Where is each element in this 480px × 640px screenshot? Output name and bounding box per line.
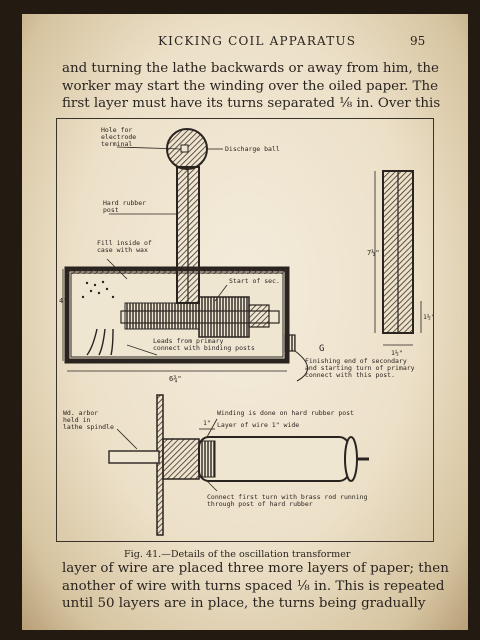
label-dim-post-height: 7½" [367, 249, 380, 257]
text-line: another of wire with turns spaced ⅛ in. … [62, 578, 445, 594]
primary-winding [124, 302, 200, 330]
binding-post-g [284, 334, 296, 352]
label-dim-one-inch: 1" [203, 419, 211, 427]
label-wood-arbor: held in [63, 416, 90, 424]
end-cap [248, 304, 270, 328]
cylinder-end [344, 436, 358, 482]
label-connect: Connect first turn with brass rod runnin… [207, 493, 368, 501]
label-wood-arbor: Wd. arbor [63, 409, 98, 417]
pointer-g [294, 350, 308, 382]
figure-caption: Fig. 41.—Details of the oscillation tran… [124, 549, 351, 560]
label-connect: through post of hard rubber [207, 500, 313, 508]
text-line: worker may start the winding over the oi… [62, 78, 439, 94]
label-dim-width: 6¾" [169, 375, 182, 383]
running-title: KICKING COIL APPARATUS [158, 34, 357, 48]
text-line: first layer must have its turns separate… [62, 96, 441, 111]
label-wood-arbor: lathe spindle [63, 423, 114, 431]
label-hole-terminal: electrode [101, 133, 136, 141]
label-hole-terminal: terminal [101, 140, 132, 148]
text-line: and turning the lathe backwards or away … [62, 61, 439, 76]
label-finishing: Finishing end of secondary [305, 357, 407, 365]
label-g: G [319, 344, 324, 354]
text-line: layer of wire are placed three more laye… [62, 561, 449, 576]
label-finishing: and starting turn of primary [305, 364, 415, 372]
label-leads: Leads from primary [153, 337, 224, 345]
figure-frame: Hole for electrode terminal Discharge ba… [56, 118, 435, 542]
transformer-diagram: Hole for electrode terminal Discharge ba… [59, 126, 435, 536]
body-text-top: and turning the lathe backwards or away … [62, 60, 444, 113]
electrode-hole [180, 144, 189, 153]
wax-fill [81, 280, 115, 299]
label-hard-rubber-post: post [103, 206, 119, 214]
label-dim-height: 4" [59, 297, 67, 305]
label-start-of-sec: Start of sec. [229, 277, 280, 285]
label-dim-base: 1½" [391, 349, 403, 357]
label-winding-note: Winding is done on hard rubber post [217, 409, 354, 417]
wood-arbor [108, 450, 160, 464]
label-leads: connect with binding posts [153, 344, 255, 352]
page-header: KICKING COIL APPARATUS 95 [22, 34, 468, 50]
page-number: 95 [410, 34, 426, 48]
label-fill-wax: case with wax [97, 246, 148, 254]
primary-leads [86, 328, 114, 356]
text-line: until 50 layers are in place, the turns … [62, 596, 426, 611]
rubber-post-cylinder [198, 436, 350, 482]
label-fill-wax: Fill inside of [97, 239, 152, 247]
arbor-collar [162, 438, 200, 480]
label-finishing: connect with this post. [305, 371, 395, 379]
label-hole-terminal: Hole for [101, 126, 132, 134]
label-layer-note: Layer of wire 1" wide [217, 421, 299, 429]
lathe-faceplate [156, 394, 164, 536]
label-hard-rubber-post: Hard rubber [103, 199, 146, 207]
first-layer-wire [198, 440, 216, 478]
label-dim-slot: 1½" [423, 313, 433, 321]
label-discharge-ball: Discharge ball [225, 145, 280, 153]
secondary-coil [198, 296, 250, 338]
body-text-bottom: layer of wire are placed three more laye… [62, 560, 449, 613]
book-page: KICKING COIL APPARATUS 95 and turning th… [22, 14, 468, 630]
